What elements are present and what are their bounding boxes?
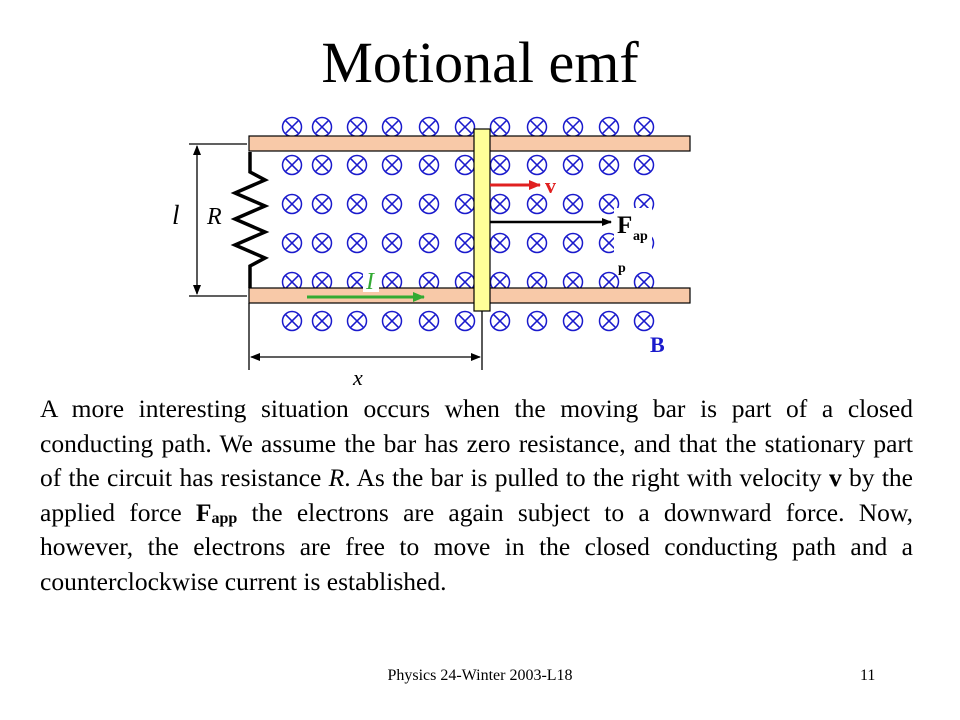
field-into-page-icon — [454, 232, 476, 254]
body-paragraph: A more interesting situation occurs when… — [40, 392, 913, 599]
field-into-page-icon — [562, 232, 584, 254]
field-into-page-icon — [598, 154, 620, 176]
body-text-2: . As the bar is pulled to the right with… — [344, 463, 829, 492]
motional-emf-diagram: l R v F ap p I B x — [172, 116, 691, 390]
field-into-page-icon — [381, 232, 403, 254]
field-into-page-icon — [562, 193, 584, 215]
field-into-page-icon — [381, 310, 403, 332]
field-into-page-icon — [346, 116, 368, 138]
top-rail — [248, 135, 691, 152]
field-into-page-icon — [381, 193, 403, 215]
field-into-page-icon — [346, 310, 368, 332]
field-into-page-icon — [489, 310, 511, 332]
field-into-page-icon — [418, 154, 440, 176]
field-into-page-icon — [311, 232, 333, 254]
force-subscript-2: p — [618, 261, 626, 276]
field-into-page-icon — [281, 310, 303, 332]
slide-footer: Physics 24-Winter 2003-L18 — [387, 667, 573, 684]
field-into-page-icon — [281, 154, 303, 176]
field-into-page-icon — [418, 116, 440, 138]
displacement-label: x — [352, 365, 363, 390]
body-force-symbol: F — [195, 497, 212, 527]
field-into-page-icon — [281, 193, 303, 215]
body-text-4: the electrons are again subject to a dow… — [40, 497, 913, 596]
field-into-page-icon — [311, 116, 333, 138]
field-into-page-icon — [311, 310, 333, 332]
force-label: F — [617, 212, 632, 239]
field-label: B — [650, 332, 665, 357]
field-into-page-icon — [454, 116, 476, 138]
field-into-page-icon — [562, 116, 584, 138]
body-text-1: A more interesting situation occurs when… — [40, 394, 913, 492]
field-into-page-icon — [346, 232, 368, 254]
field-into-page-icon — [489, 154, 511, 176]
body-force-subscript: app — [211, 509, 238, 527]
bottom-rail — [248, 287, 691, 304]
field-into-page-icon — [281, 232, 303, 254]
field-into-page-icon — [489, 193, 511, 215]
body-resistance-symbol: R — [328, 463, 345, 492]
force-label-backdrop — [614, 208, 652, 272]
field-into-page-icon — [489, 232, 511, 254]
field-into-page-icon — [311, 154, 333, 176]
field-into-page-icon — [346, 154, 368, 176]
field-into-page-icon — [381, 154, 403, 176]
field-into-page-icon — [526, 310, 548, 332]
field-into-page-icon — [598, 116, 620, 138]
field-into-page-icon — [281, 116, 303, 138]
field-into-page-icon — [526, 116, 548, 138]
body-velocity-symbol: v — [828, 463, 842, 492]
field-into-page-icon — [418, 310, 440, 332]
moving-bar — [473, 128, 491, 312]
field-into-page-icon — [418, 232, 440, 254]
resistance-label: R — [206, 204, 222, 230]
field-into-page-icon — [454, 193, 476, 215]
slide-title: Motional emf — [321, 30, 639, 95]
current-label: I — [365, 269, 375, 295]
field-into-page-icon — [633, 116, 655, 138]
field-into-page-icon — [633, 154, 655, 176]
field-into-page-icon — [633, 310, 655, 332]
field-into-page-icon — [489, 116, 511, 138]
field-into-page-icon — [562, 310, 584, 332]
force-subscript-1: ap — [633, 229, 648, 244]
length-label: l — [172, 200, 180, 230]
field-into-page-icon — [598, 310, 620, 332]
current-label-backdrop — [363, 266, 379, 292]
velocity-label: v — [545, 173, 556, 198]
body-text-3: by the applied force — [40, 463, 914, 527]
field-into-page-icon — [381, 116, 403, 138]
field-into-page-icon — [454, 154, 476, 176]
field-into-page-icon — [526, 154, 548, 176]
field-into-page-icon — [346, 193, 368, 215]
resistor — [230, 152, 270, 288]
field-into-page-icon — [311, 193, 333, 215]
field-into-page-icon — [598, 193, 620, 215]
field-into-page-icon — [454, 310, 476, 332]
field-into-page-icon — [418, 193, 440, 215]
field-into-page-icon — [562, 154, 584, 176]
slide-number: 11 — [860, 667, 876, 684]
field-into-page-icon — [526, 232, 548, 254]
field-into-page-icon — [526, 193, 548, 215]
